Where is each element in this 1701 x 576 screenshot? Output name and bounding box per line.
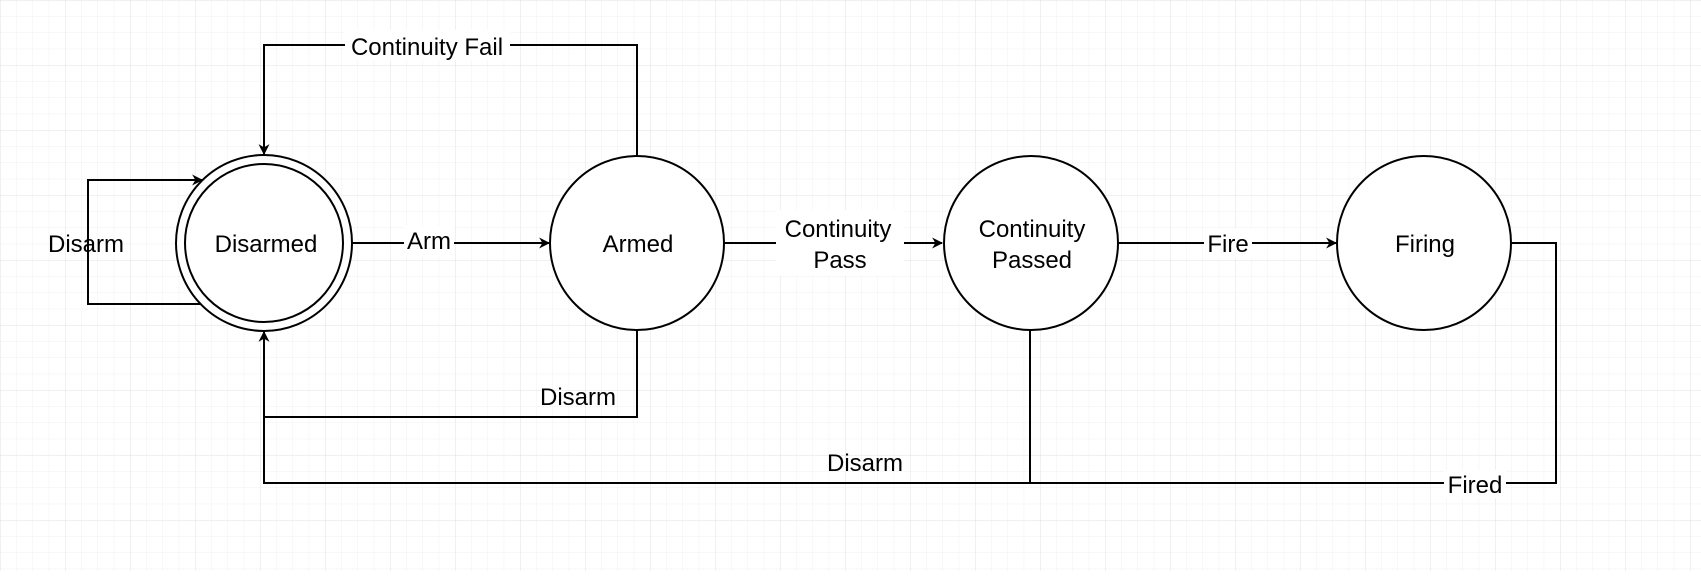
label-disarm-from-armed: Disarm: [540, 384, 616, 411]
edge-disarm-self-loop[interactable]: [87, 174, 204, 305]
state-armed[interactable]: Armed: [549, 155, 725, 331]
state-continuity-passed-label-line1: Continuity: [979, 216, 1086, 243]
state-disarmed[interactable]: Disarmed: [175, 154, 353, 332]
label-fire-bg: [1204, 228, 1252, 258]
edge-fired[interactable]: [1030, 242, 1557, 484]
state-firing-circle: [1336, 155, 1512, 331]
edge-disarm-from-armed[interactable]: [264, 330, 638, 418]
state-continuity-passed-circle: [943, 155, 1119, 331]
edge-disarm-from-continuity-passed[interactable]: [258, 330, 1031, 484]
label-fired: Fired: [1448, 472, 1503, 499]
label-disarm-from-continuity-passed: Disarm: [827, 450, 903, 477]
label-fired-bg: [1444, 470, 1506, 498]
label-continuity-pass-line2: Pass: [813, 247, 866, 274]
label-continuity-pass-bg: [776, 210, 904, 276]
label-disarm-self-loop: Disarm: [48, 231, 124, 258]
label-continuity-pass-line1: Continuity: [785, 216, 892, 243]
state-disarmed-inner-ring: [184, 163, 344, 323]
state-armed-label: Armed: [603, 231, 674, 258]
state-firing-label: Firing: [1395, 231, 1455, 258]
state-disarmed-label: Disarmed: [215, 231, 318, 258]
state-continuity-passed[interactable]: Continuity Passed: [943, 155, 1119, 331]
label-arm-bg: [404, 226, 454, 256]
label-arm: Arm: [407, 228, 451, 255]
state-continuity-passed-label-line2: Passed: [992, 247, 1072, 274]
label-fire: Fire: [1207, 231, 1248, 258]
state-firing[interactable]: Firing: [1336, 155, 1512, 331]
label-continuity-fail: Continuity Fail: [351, 34, 503, 61]
state-armed-circle: [549, 155, 725, 331]
label-continuity-fail-bg: [345, 30, 510, 60]
